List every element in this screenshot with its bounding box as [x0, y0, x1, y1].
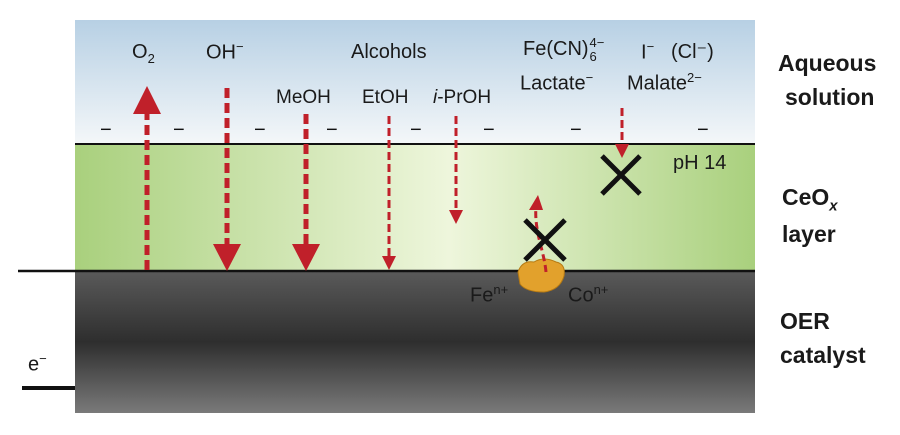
- ceox-layer-region: [75, 144, 755, 271]
- surface-charge: −: [100, 119, 112, 141]
- catalyst-label: catalyst: [780, 342, 866, 368]
- surface-charge: −: [697, 119, 709, 141]
- interface-active-site: [517, 258, 565, 293]
- chloride-label: (Cl⁻): [671, 41, 714, 63]
- fe-ion-label: Fen+: [470, 282, 509, 307]
- aqueous-label: Aqueous: [778, 50, 877, 76]
- surface-charge: −: [410, 119, 422, 141]
- meoh-arrow: [292, 114, 320, 271]
- hydroxide-label: OH−: [206, 39, 244, 64]
- oh-arrow: [213, 88, 241, 271]
- oer-label: OER: [780, 308, 830, 334]
- etoh-arrow: [382, 116, 396, 270]
- iproh-label: i-PrOH: [433, 87, 492, 108]
- surface-charge: −: [326, 119, 338, 141]
- layer-label: layer: [782, 221, 836, 247]
- o2-label: O2: [132, 41, 155, 66]
- ceox-label: CeOx: [782, 184, 838, 215]
- malate-label: Malate2−: [627, 70, 702, 95]
- o2-arrow: [133, 86, 161, 270]
- site-leak-arrow: [529, 195, 548, 273]
- surface-charge: −: [254, 119, 266, 141]
- electron-label: e−: [28, 351, 47, 376]
- etoh-label: EtOH: [362, 87, 409, 108]
- surface-charge: −: [173, 119, 185, 141]
- iproh-arrow: [449, 116, 463, 224]
- oer-catalyst-region: [75, 271, 755, 413]
- block-cross-interface: [523, 218, 567, 262]
- lactate-label: Lactate−: [520, 70, 594, 95]
- aqueous-solution-region: [75, 20, 755, 144]
- co-ion-label: Con+: [568, 282, 609, 307]
- block-cross-anions: [600, 154, 642, 196]
- surface-charge: −: [570, 119, 582, 141]
- ferrocyanide-label: Fe(CN)4−6: [523, 35, 605, 64]
- anion-arrow: [615, 108, 629, 158]
- solution-label: solution: [785, 84, 875, 110]
- surface-charge: −: [483, 119, 495, 141]
- meoh-label: MeOH: [276, 87, 331, 108]
- alcohols-label: Alcohols: [351, 41, 427, 63]
- iodide-label: I−: [641, 39, 655, 64]
- ph-label: pH 14: [673, 152, 727, 174]
